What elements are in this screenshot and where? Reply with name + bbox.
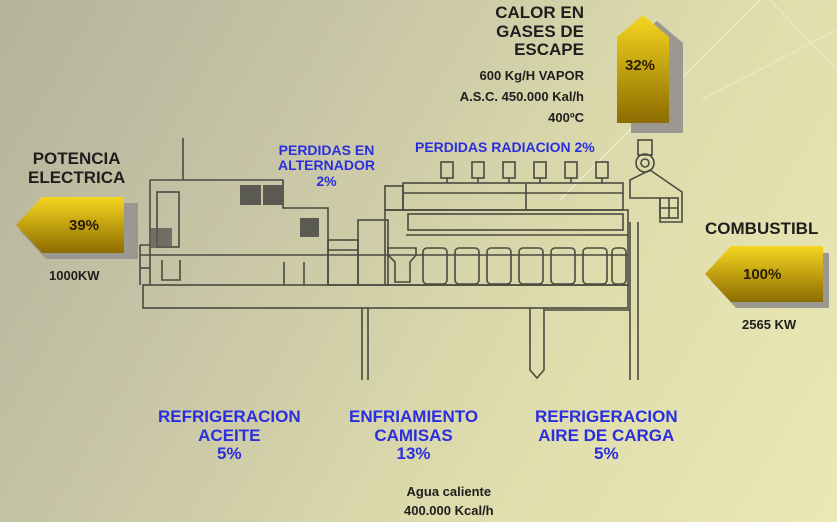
exhaust-detail: 600 Kg/H VAPOR <box>479 68 584 83</box>
oil-cooling-line: 5% <box>217 444 242 464</box>
oil-cooling-line: ACEITE <box>198 425 261 445</box>
jacket-cooling: ENFRIAMIENTO CAMISAS 13% <box>349 407 479 464</box>
fuel-title: COMBUSTIBL <box>705 219 819 238</box>
jacket-cooling-line: 13% <box>396 444 431 464</box>
fuel-arrow: 100% <box>703 246 837 308</box>
electric-power-title-line: ELECTRICA <box>28 167 126 187</box>
oil-cooling-line: REFRIGERACION <box>158 407 301 426</box>
electric-power-value: 1000KW <box>49 268 100 283</box>
exhaust-percent: 32% <box>625 57 656 74</box>
charge-air-cooling: REFRIGERACION AIRE DE CARGA 5% <box>535 407 678 464</box>
alternator-losses-line: PERDIDAS EN <box>278 142 375 158</box>
exhaust-title: CALOR EN GASES DE ESCAPE <box>495 3 584 60</box>
fuel-percent: 100% <box>743 266 782 283</box>
exhaust-title-line: GASES DE <box>496 21 584 41</box>
electric-power-percent: 39% <box>69 217 100 234</box>
hot-water-line: 400.000 Kcal/h <box>404 502 494 518</box>
electric-power-title: POTENCIA ELECTRICA <box>28 149 126 187</box>
exhaust-detail: A.S.C. 450.000 Kal/h <box>459 88 584 104</box>
exhaust-detail: 400ºC <box>548 109 584 125</box>
alternator-losses-line: ALTERNADOR <box>278 157 375 174</box>
electric-power-title-line: POTENCIA <box>32 149 121 168</box>
radiation-losses: PERDIDAS RADIACION 2% <box>415 139 595 155</box>
jacket-cooling-line: ENFRIAMIENTO <box>349 407 479 426</box>
exhaust-arrow: 32% <box>615 15 690 133</box>
exhaust-details: 600 Kg/H VAPOR A.S.C. 450.000 Kal/h 400º… <box>460 66 584 128</box>
charge-air-cooling-line: AIRE DE CARGA <box>538 425 675 445</box>
hot-water: Agua caliente 400.000 Kcal/h <box>404 483 494 521</box>
hot-water-line: Agua caliente <box>406 484 492 499</box>
alternator-losses-line: 2% <box>316 172 337 189</box>
exhaust-title-line: CALOR EN <box>495 3 584 22</box>
jacket-cooling-line: CAMISAS <box>374 425 453 445</box>
exhaust-title-line: ESCAPE <box>514 40 584 60</box>
charge-air-cooling-line: REFRIGERACION <box>535 407 678 426</box>
oil-cooling: REFRIGERACION ACEITE 5% <box>158 407 301 464</box>
electric-power-arrow: 39% <box>14 197 139 259</box>
charge-air-cooling-line: 5% <box>594 444 619 464</box>
fuel-value: 2565 KW <box>742 317 797 332</box>
alternator-losses: PERDIDAS EN ALTERNADOR 2% <box>278 142 375 189</box>
